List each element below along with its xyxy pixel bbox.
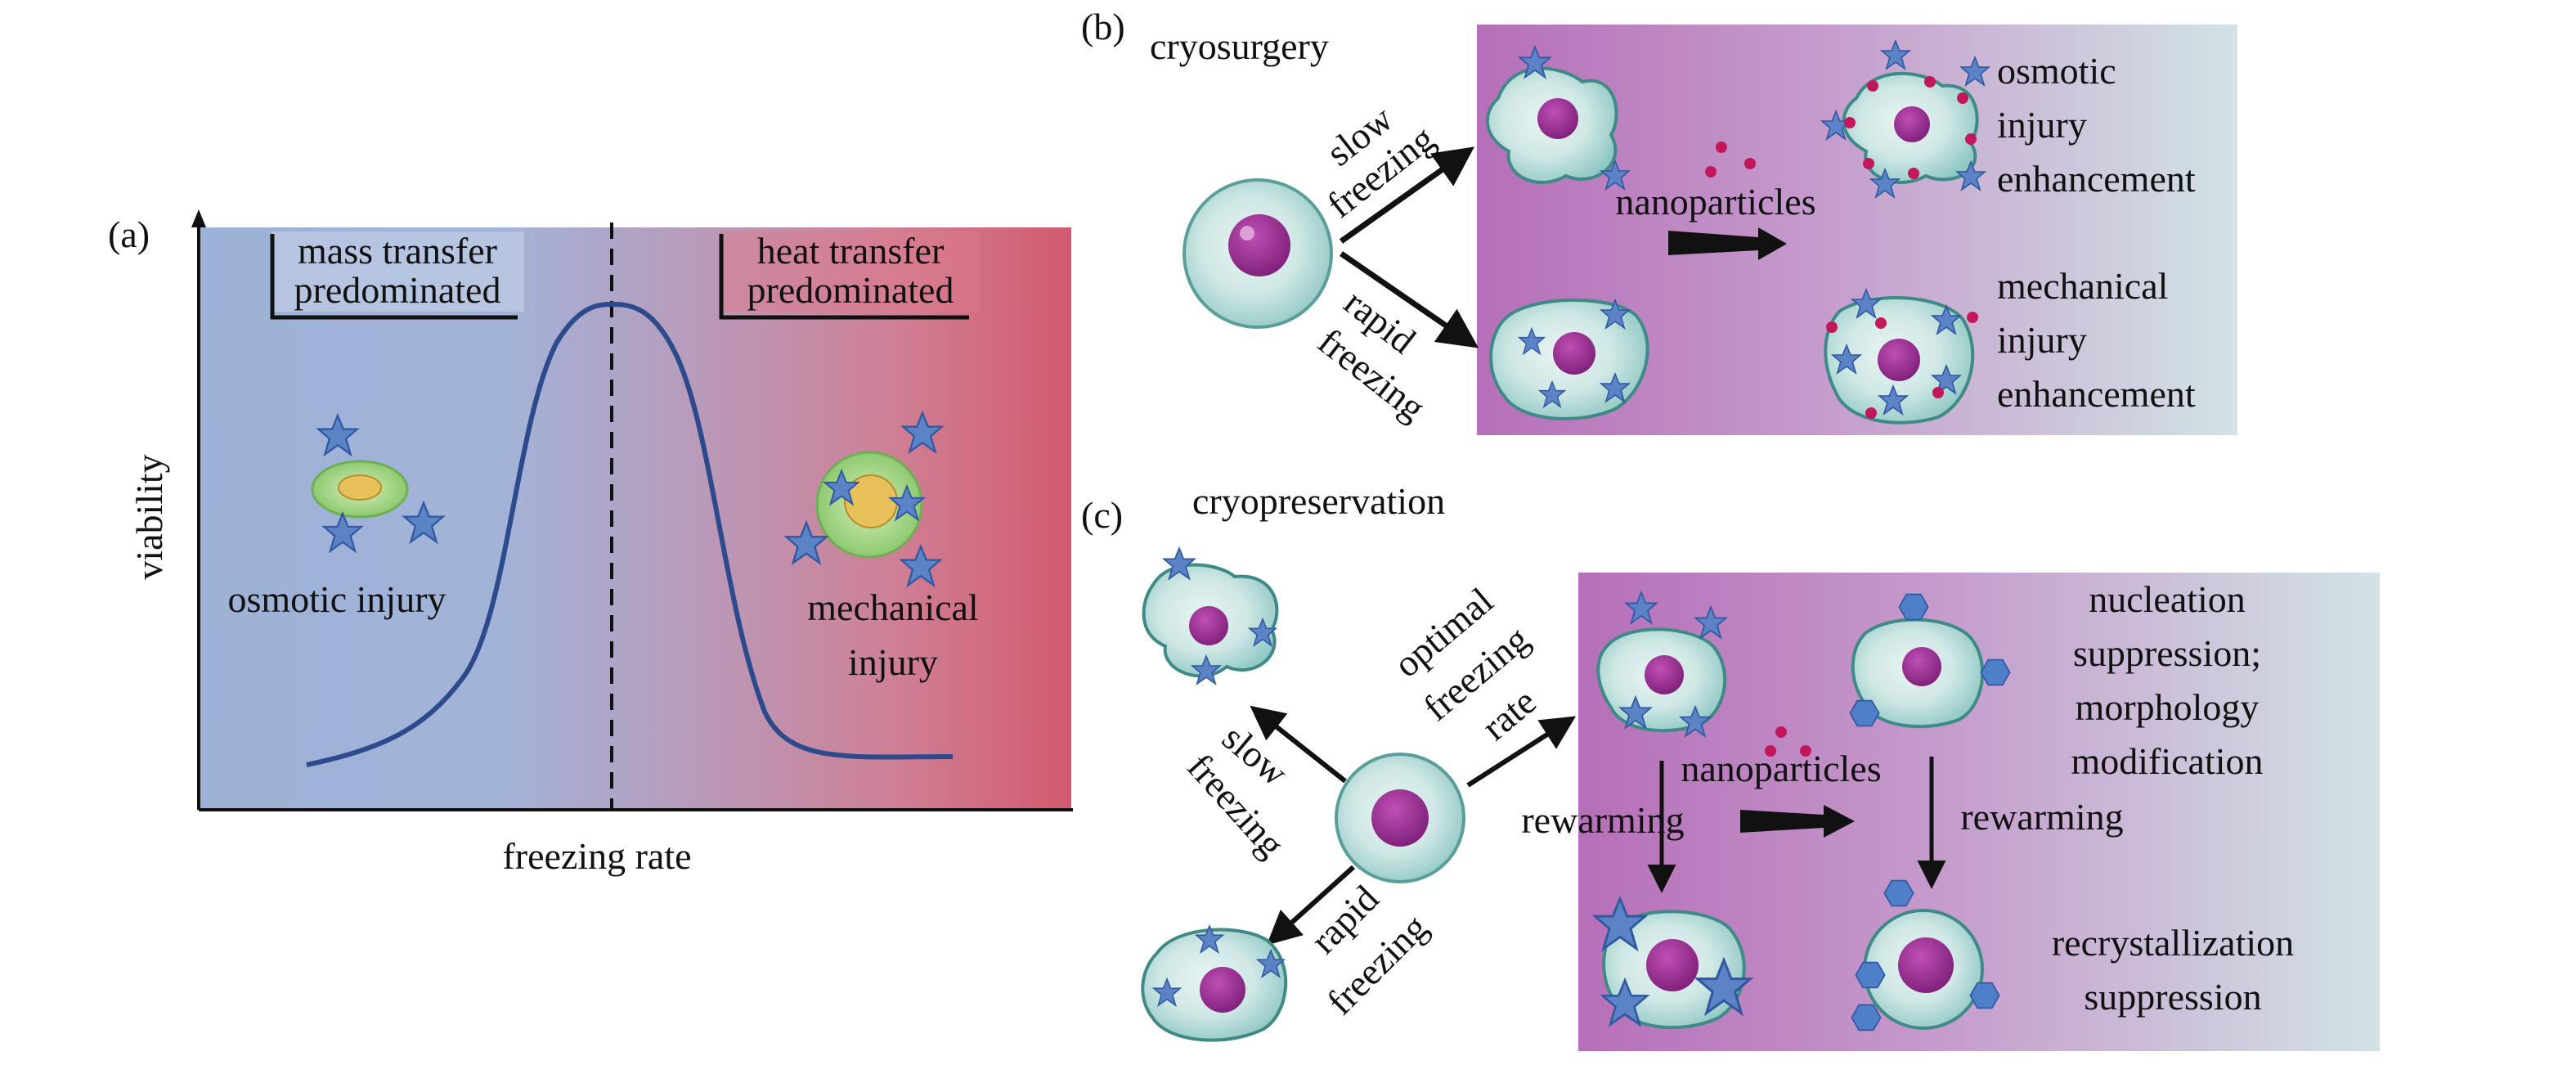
- c-top-result-1: nucleation: [2089, 578, 2246, 620]
- slow-frozen-cell-b: [1486, 46, 1630, 190]
- nanoparticle-icon: [1924, 76, 1936, 88]
- ice-hexagon-icon: [1883, 879, 1914, 907]
- mechanical-enhanced-cell: [1824, 289, 1978, 425]
- c-thick-arrow-icon: [1740, 805, 1855, 838]
- nanoparticle-icon: [1875, 317, 1887, 329]
- nanoparticle-icon: [1867, 80, 1878, 92]
- panel-c: (c) cryopreservation slow freezing rapid…: [1081, 480, 2380, 1051]
- panel-a-label: (a): [108, 213, 150, 255]
- c-rapid-arrow: [1266, 865, 1356, 946]
- y-axis-label: viability: [128, 454, 170, 579]
- panel-b-title: cryosurgery: [1150, 25, 1329, 67]
- b-nanoparticles-label: nanoparticles: [1615, 181, 1815, 222]
- c-rewarming-left-label: rewarming: [1521, 799, 1684, 841]
- c-top-result-4: modification: [2071, 740, 2263, 782]
- ice-hexagon-icon: [1849, 699, 1880, 727]
- nanoparticle-icon: [1932, 387, 1944, 398]
- heat-transfer-line-1: heat transfer: [757, 230, 945, 272]
- heat-transfer-line-2: predominated: [747, 269, 954, 311]
- c-box-cell-bottom-right: [1851, 879, 2000, 1031]
- heat-transfer-box: [720, 231, 980, 312]
- panel-a: (a) mass transfer predominated heat tran…: [108, 209, 1073, 877]
- nanoparticle-icon: [1967, 312, 1978, 323]
- mechanical-injury-line-2: injury: [848, 641, 938, 683]
- c-bottom-result-1: recrystallization: [2052, 922, 2294, 964]
- c-nanoparticles-label: nanoparticles: [1681, 748, 1881, 789]
- b-top-result-1: osmotic: [1997, 50, 2116, 92]
- nanoparticle-icon: [1826, 321, 1838, 333]
- slow-frozen-cell-c: [1142, 547, 1279, 685]
- c-slow-arrow: [1250, 705, 1347, 784]
- ice-hexagon-icon: [1898, 593, 1929, 621]
- ice-hexagon-icon: [1980, 658, 2011, 686]
- heat-transfer-bracket: [719, 234, 969, 320]
- nanoparticle-icon: [1965, 133, 1977, 145]
- c-top-result-2: suppression;: [2073, 632, 2261, 674]
- rapid-frozen-cell-c: [1141, 925, 1288, 1042]
- c-rewarming-right-label: rewarming: [1960, 796, 2123, 838]
- nanoparticles-b: [1705, 142, 1756, 178]
- panel-b: (b) cryosurgery slow freezing rapid free…: [1081, 6, 2237, 435]
- osmotic-enhanced-cell: [1821, 40, 1990, 198]
- x-axis-label: freezing rate: [502, 835, 691, 877]
- b-top-result-2: injury: [1997, 104, 2087, 146]
- c-optimal-arrow: [1466, 716, 1577, 788]
- ice-hexagon-icon: [1855, 961, 1886, 989]
- c-box-cell-top-left: [1596, 591, 1727, 737]
- b-bottom-result-2: injury: [1997, 319, 2087, 361]
- nanoparticle-icon: [1800, 745, 1811, 757]
- nanoparticles-c: [1765, 726, 1811, 757]
- c-bottom-result-2: suppression: [2084, 976, 2261, 1018]
- mechanical-cell-illustration: [785, 411, 943, 586]
- b-top-result-3: enhancement: [1997, 158, 2196, 200]
- panel-a-gradient-background: [199, 227, 1071, 810]
- ice-hexagon-icon: [1969, 982, 2000, 1009]
- c-box-cell-top-right: [1849, 593, 2011, 729]
- nanoparticle-icon: [1908, 168, 1919, 179]
- central-cell-b: [1183, 178, 1333, 329]
- rapid-frozen-cell-b: [1489, 298, 1649, 420]
- osmotic-cell-illustration: [311, 414, 444, 552]
- rapid-freezing-arrow: [1340, 251, 1479, 348]
- b-bottom-result-3: enhancement: [1997, 373, 2196, 415]
- nanoparticle-icon: [1957, 92, 1968, 104]
- nanoparticle-icon: [1844, 117, 1856, 128]
- nanoparticle-icon: [1863, 158, 1874, 169]
- nanoparticle-icon: [1716, 142, 1727, 153]
- viability-curve: [306, 301, 954, 767]
- central-cell-c: [1335, 753, 1465, 883]
- nanoparticle-icon: [1705, 166, 1717, 178]
- panel-b-label: (b): [1081, 6, 1125, 47]
- osmotic-injury-label: osmotic injury: [227, 578, 446, 620]
- nanoparticle-icon: [1865, 407, 1877, 419]
- b-thick-arrow-icon: [1668, 227, 1787, 260]
- slow-freezing-arrow: [1339, 146, 1474, 244]
- c-box-cell-bottom-left: [1593, 897, 1752, 1030]
- mass-transfer-line-2: predominated: [294, 269, 501, 311]
- ice-hexagon-icon: [1851, 1004, 1882, 1031]
- mass-transfer-box: [272, 231, 524, 312]
- c-top-result-3: morphology: [2076, 686, 2260, 728]
- b-bottom-result-1: mechanical: [1997, 265, 2168, 307]
- nanoparticle-icon: [1765, 745, 1776, 757]
- y-axis-arrow-icon: [191, 209, 206, 227]
- mass-transfer-bracket: [270, 234, 518, 320]
- nanoparticle-icon: [1744, 158, 1756, 169]
- panel-c-title: cryopreservation: [1192, 480, 1445, 522]
- panel-c-label: (c): [1081, 494, 1123, 536]
- mass-transfer-line-1: mass transfer: [298, 230, 497, 272]
- nanoparticle-icon: [1775, 726, 1787, 738]
- mechanical-injury-line-1: mechanical: [807, 586, 978, 628]
